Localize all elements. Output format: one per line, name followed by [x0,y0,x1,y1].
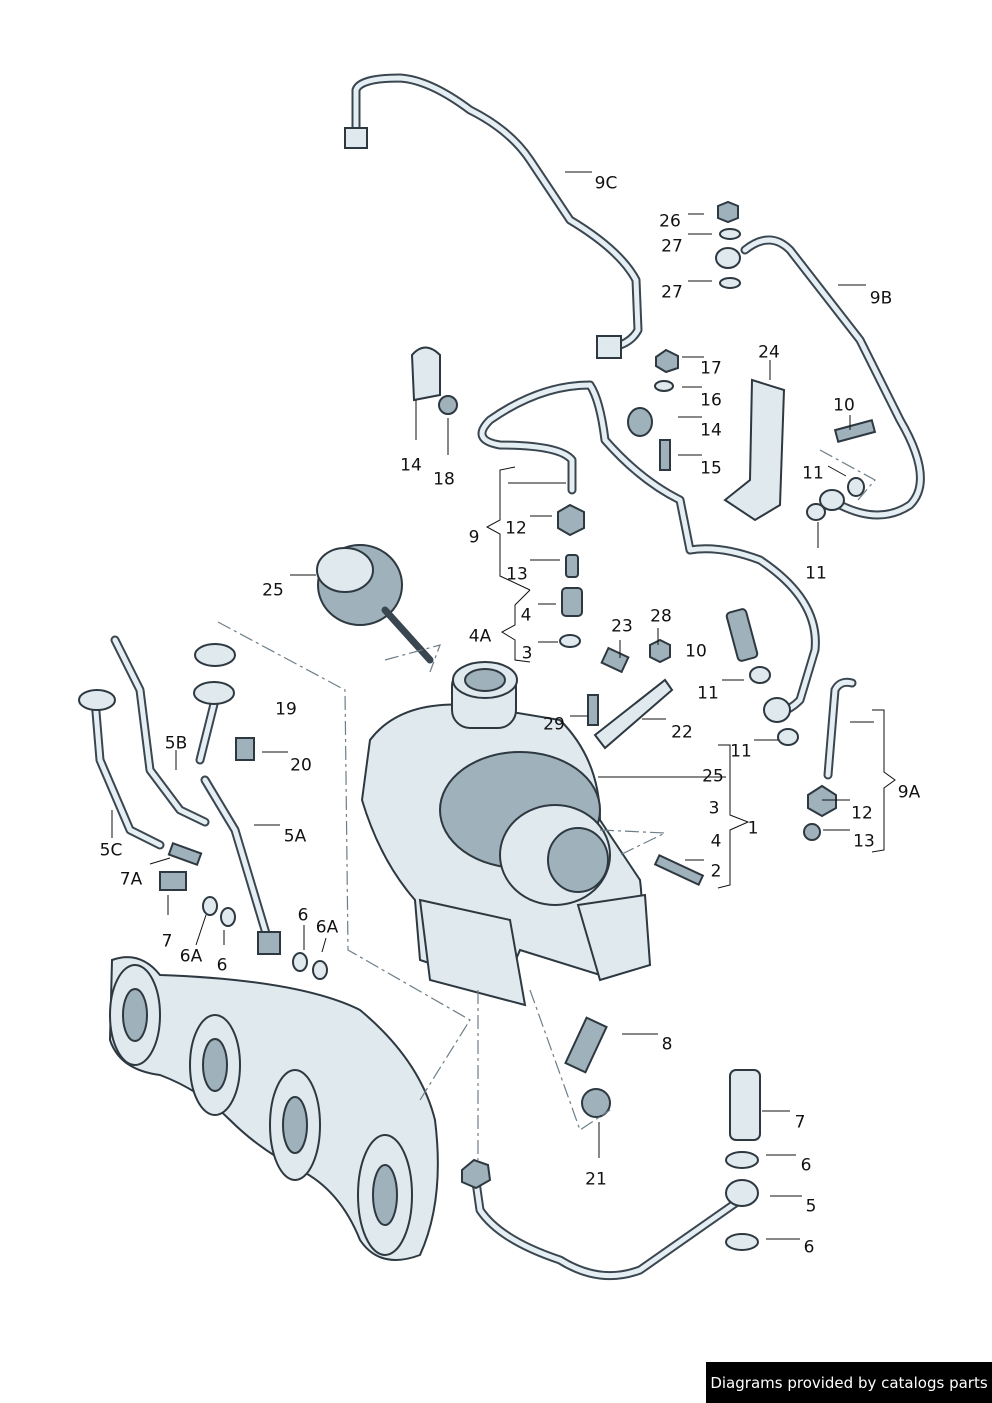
callout-5a: 5A [283,826,307,847]
callout-18: 18 [433,469,455,490]
callout-19: 19 [275,699,297,720]
callout-11: 11 [802,463,824,484]
callout-23: 23 [611,616,633,637]
callout-9b: 9B [869,288,893,309]
callout-6: 6 [216,955,228,976]
callout-12: 12 [851,803,873,824]
callout-20: 20 [290,755,312,776]
callout-6a: 6A [315,917,339,938]
wastegate-actuator [316,544,434,664]
callout-25: 25 [262,580,284,601]
callout-14: 14 [700,420,722,441]
callout-11: 11 [730,741,752,762]
callout-6: 6 [800,1155,812,1176]
callout-2: 2 [710,861,722,882]
callout-9a: 9A [897,782,921,803]
callout-8: 8 [661,1034,673,1055]
callout-5b: 5B [164,733,188,754]
pipe-9a [803,677,857,841]
exhaust-manifold [108,956,439,1261]
oil-pipe-5 [461,1158,759,1281]
callout-11: 11 [697,683,719,704]
callout-3: 3 [521,643,533,664]
small-parts [159,200,877,1251]
callout-4: 4 [710,831,722,852]
callout-29: 29 [543,714,565,735]
pipe-9 [477,380,820,723]
reference-lines [217,449,876,1160]
callout-4: 4 [520,605,532,626]
footer-text: Diagrams provided by catalogs parts [710,1373,988,1392]
callout-6: 6 [297,905,309,926]
pipes-5 [78,635,281,955]
callout-26: 26 [659,211,681,232]
callout-25: 25 [702,766,724,787]
callout-28: 28 [650,606,672,627]
callout-10: 10 [685,641,707,662]
callout-5: 5 [805,1196,817,1217]
callout-7a: 7A [119,869,143,890]
callout-22: 22 [671,722,693,743]
attribution-footer: Diagrams provided by catalogs parts [706,1362,992,1403]
callout-5c: 5C [99,840,123,861]
turbocharger [360,661,652,1007]
callout-27: 27 [661,236,683,257]
callout-17: 17 [700,358,722,379]
pipe-9b [740,235,925,520]
callout-14: 14 [400,455,422,476]
callout-11: 11 [805,563,827,584]
callout-7: 7 [794,1112,806,1133]
callout-15: 15 [700,458,722,479]
callout-16: 16 [700,390,722,411]
callout-1: 1 [747,818,759,839]
callout-9: 9 [468,527,480,548]
callout-9c: 9C [594,173,618,194]
callout-10: 10 [833,395,855,416]
callout-6a: 6A [179,946,203,967]
callout-12: 12 [505,518,527,539]
callout-6: 6 [803,1237,815,1258]
callout-13: 13 [506,564,528,585]
callout-3: 3 [708,798,720,819]
callout-27: 27 [661,282,683,303]
callout-24: 24 [758,342,780,363]
leader-lines [111,171,896,1240]
callout-21: 21 [585,1169,607,1190]
callout-13: 13 [853,831,875,852]
callout-7: 7 [161,931,173,952]
pipe-9c [344,73,643,359]
callout-4a: 4A [468,626,492,647]
